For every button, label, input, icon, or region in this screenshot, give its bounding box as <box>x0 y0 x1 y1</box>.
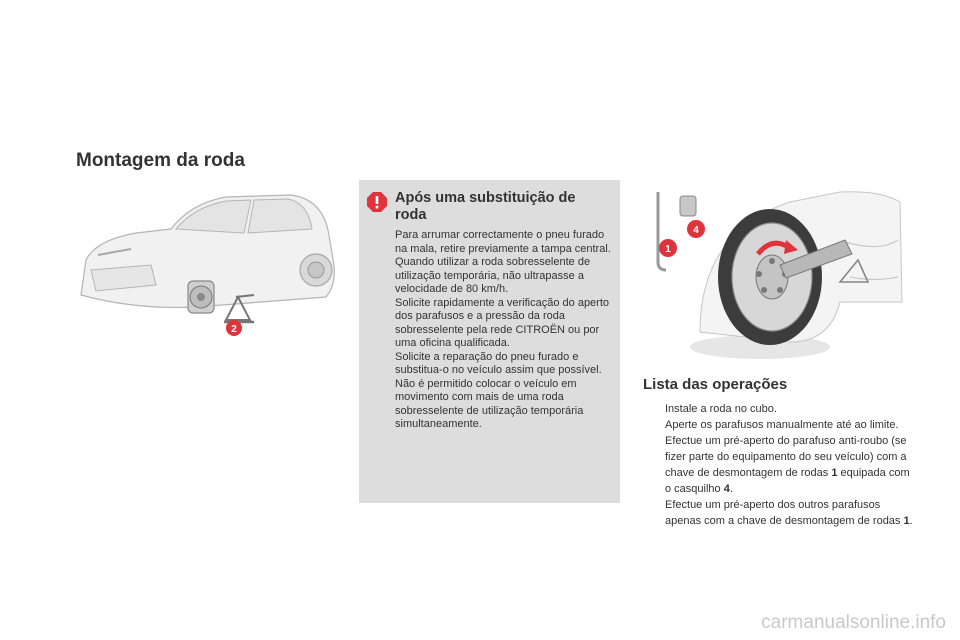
warning-title: Após uma substituição de roda <box>395 190 576 223</box>
operation-step: Efectue um pré-aperto do parafuso anti-r… <box>665 435 910 495</box>
callout-4-label: 4 <box>693 225 699 236</box>
car-jack-illustration: 2 <box>80 194 335 336</box>
warning-panel: Após uma substituição de roda Para arrum… <box>359 180 620 503</box>
warning-text: Para arrumar correctamente o pneu furado… <box>395 229 617 432</box>
operations-title: Lista das operações <box>643 376 788 393</box>
watermark: carmanualsonline.info <box>761 612 946 633</box>
callout-1-label: 1 <box>665 244 671 255</box>
section-title: Montagem da roda <box>76 150 245 171</box>
warning-line: Solicite rapidamente a verificação do ap… <box>395 296 610 350</box>
operation-step: Instale a roda no cubo. <box>665 403 777 415</box>
warning-line: Não é permitido colocar o veículo em mov… <box>395 377 584 431</box>
callout-2-marker <box>226 320 242 336</box>
callout-2-label: 2 <box>231 324 237 335</box>
exclamation-icon <box>367 192 387 212</box>
operations-list: Instale a roda no cubo. Aperte os parafu… <box>643 401 913 529</box>
warning-line: Quando utilizar a roda sobresselente de … <box>395 256 591 295</box>
warning-line: Solicite a reparação do pneu furado e su… <box>395 350 602 377</box>
callout-1-marker <box>659 239 677 257</box>
callout-4-marker <box>687 220 705 238</box>
operation-step: Aperte os parafusos manualmente até ao l… <box>665 419 899 431</box>
warning-line: Para arrumar correctamente o pneu furado… <box>395 229 611 255</box>
operation-step: Efectue um pré-aperto dos outros parafus… <box>665 499 913 527</box>
wheel-wrench-illustration: 1 4 <box>656 191 903 359</box>
